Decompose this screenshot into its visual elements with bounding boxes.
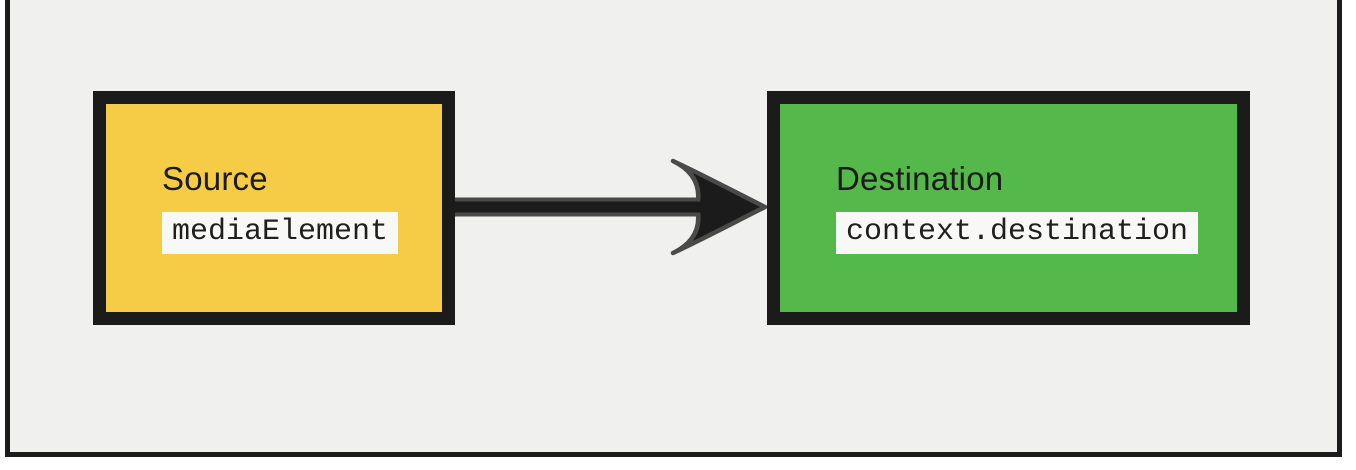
node-destination-title: Destination	[836, 160, 1004, 197]
node-destination: Destination context.destination	[767, 91, 1250, 325]
node-destination-code-label: context.destination	[836, 212, 1199, 254]
node-source-code-label: mediaElement	[162, 212, 399, 254]
node-source: Source mediaElement	[93, 91, 455, 325]
node-source-title: Source	[162, 160, 268, 197]
connection-arrow	[452, 158, 768, 256]
